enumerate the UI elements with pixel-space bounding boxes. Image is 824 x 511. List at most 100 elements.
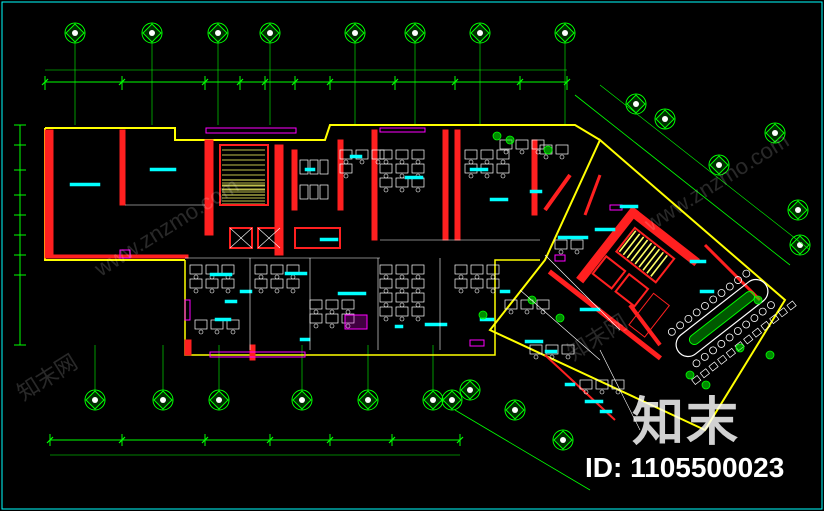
- dim-slash-top-7: [391, 78, 399, 86]
- conf-chair-bottom-3: [717, 340, 726, 348]
- grid-bubble-top-2-dot: [215, 30, 221, 36]
- grid-bubble-diag-1-dot: [662, 116, 668, 122]
- workstation-l-desk-0: [554, 239, 568, 250]
- workstation-j-desk-2: [531, 139, 545, 150]
- plant-0: [492, 131, 502, 141]
- workstation-e-desk-0: [189, 264, 203, 275]
- conf-chair-top-0: [667, 327, 676, 336]
- grid-bubble-top-5-dot: [412, 30, 418, 36]
- workstation-k-chair-0: [543, 154, 549, 160]
- room-label-23: [349, 154, 363, 159]
- plant-3: [478, 310, 488, 320]
- wing-wall-2: [576, 206, 640, 284]
- grid-bubble-diag-1-ring: [654, 108, 676, 130]
- room-label-27: [394, 324, 404, 329]
- room-label-26: [499, 289, 511, 294]
- room-label-24: [304, 167, 316, 172]
- restroom-stall-a-1: [309, 159, 319, 175]
- grid-bubble-diag-4-ring: [789, 234, 811, 256]
- outline-top: [45, 124, 601, 141]
- conf-chair-bottom-6: [742, 320, 751, 329]
- plant-9: [753, 295, 763, 305]
- watermark-id: ID: 1105500023: [585, 452, 785, 483]
- workstation-j-desk-1: [515, 139, 529, 150]
- dim-slash-top-6: [326, 78, 334, 86]
- grid-bubble-diag-5-ring: [764, 122, 786, 144]
- workstation-f-desk-0: [194, 319, 208, 330]
- workstation-h-chair-1: [329, 309, 335, 315]
- workstation-c-chair-5: [415, 288, 421, 294]
- workstation-j-chair-1: [519, 149, 525, 155]
- workstation-a-chair-7: [399, 187, 405, 193]
- grid-bubble-top-3-dot: [267, 30, 273, 36]
- conf-chair-top-7: [725, 282, 734, 291]
- grid-bubble-bottom-3-dot: [299, 397, 305, 403]
- workstation-d-desk-4: [470, 278, 484, 289]
- room-label-2: [209, 272, 233, 277]
- workstation-d-desk-3: [454, 278, 468, 289]
- workstation-f-desk-1: [210, 319, 224, 330]
- workstation-f-chair-1: [214, 329, 220, 335]
- wall-1: [119, 129, 126, 206]
- workstation-n-chair-0: [583, 389, 589, 395]
- restroom-stall-a-2: [319, 159, 329, 175]
- dim-slash-top-2: [201, 78, 209, 86]
- conf-chair-bottom-0: [692, 359, 701, 368]
- workstation-c-desk-3: [379, 278, 393, 289]
- workstation-d-chair-5: [490, 288, 496, 294]
- plant-6: [685, 370, 695, 380]
- grid-bubble-diag-2-ring: [708, 154, 730, 176]
- workstation-f-chair-2: [230, 329, 236, 335]
- restroom-stall-a-0: [299, 159, 309, 175]
- grid-bubble-diag-8-ring: [552, 429, 574, 451]
- workstation-i-chair-2: [375, 159, 381, 165]
- dim-slash-top-1: [118, 78, 126, 86]
- conf-chair-top-5: [709, 295, 718, 304]
- workstation-b-chair-0: [468, 159, 474, 165]
- workstation-h-desk-4: [325, 313, 339, 324]
- workstation-i-chair-0: [343, 159, 349, 165]
- workstation-e-desk-3: [189, 278, 203, 289]
- workstation-c-chair-1: [399, 274, 405, 280]
- grid-bubble-bottom-2-dot: [216, 397, 222, 403]
- grid-bubble-diag-0-dot: [633, 101, 639, 107]
- workstation-n-chair-2: [615, 389, 621, 395]
- grid-bubble-bottom-4-dot: [365, 397, 371, 403]
- workstation-g-chair-0: [258, 274, 264, 280]
- dim-slash-top-3: [236, 78, 244, 86]
- watermark-brand: 知末: [632, 393, 741, 453]
- workstation-a-desk-4: [395, 163, 409, 174]
- workstation-o-desk-0: [504, 299, 518, 310]
- workstation-c-desk-10: [395, 306, 409, 317]
- conf-chair-bottom-4: [725, 333, 734, 342]
- workstation-e-chair-5: [225, 288, 231, 294]
- workstation-g-chair-1: [274, 274, 280, 280]
- workstation-a-desk-6: [379, 177, 393, 188]
- dim-slash-bottom-3: [266, 436, 274, 444]
- wall-west: [44, 129, 54, 259]
- elevator-2: [257, 227, 281, 249]
- workstation-d-chair-4: [474, 288, 480, 294]
- workstation-c-chair-0: [383, 274, 389, 280]
- workstation-a-chair-8: [415, 187, 421, 193]
- grid-bubble-diag-8-dot: [560, 437, 566, 443]
- workstation-e-chair-4: [209, 288, 215, 294]
- workstation-b-chair-2: [500, 159, 506, 165]
- conference-table-planter: [688, 290, 756, 346]
- wall-south-c: [184, 339, 192, 356]
- conf-chair-top-9: [742, 269, 751, 278]
- magenta-window-bottom: [209, 351, 306, 358]
- workstation-n-desk-0: [579, 379, 593, 390]
- workstation-e-desk-2: [221, 264, 235, 275]
- room-label-6: [424, 322, 448, 327]
- grid-bubble-diag-3-ring: [787, 199, 809, 221]
- workstation-a-desk-7: [395, 177, 409, 188]
- grid-bubble-diag-7-dot: [512, 407, 518, 413]
- room-label-19: [214, 317, 232, 322]
- workstation-o-chair-2: [540, 309, 546, 315]
- grid-bubble-bottom-0-dot: [92, 397, 98, 403]
- room-label-20: [224, 299, 238, 304]
- elevator-1: [229, 227, 253, 249]
